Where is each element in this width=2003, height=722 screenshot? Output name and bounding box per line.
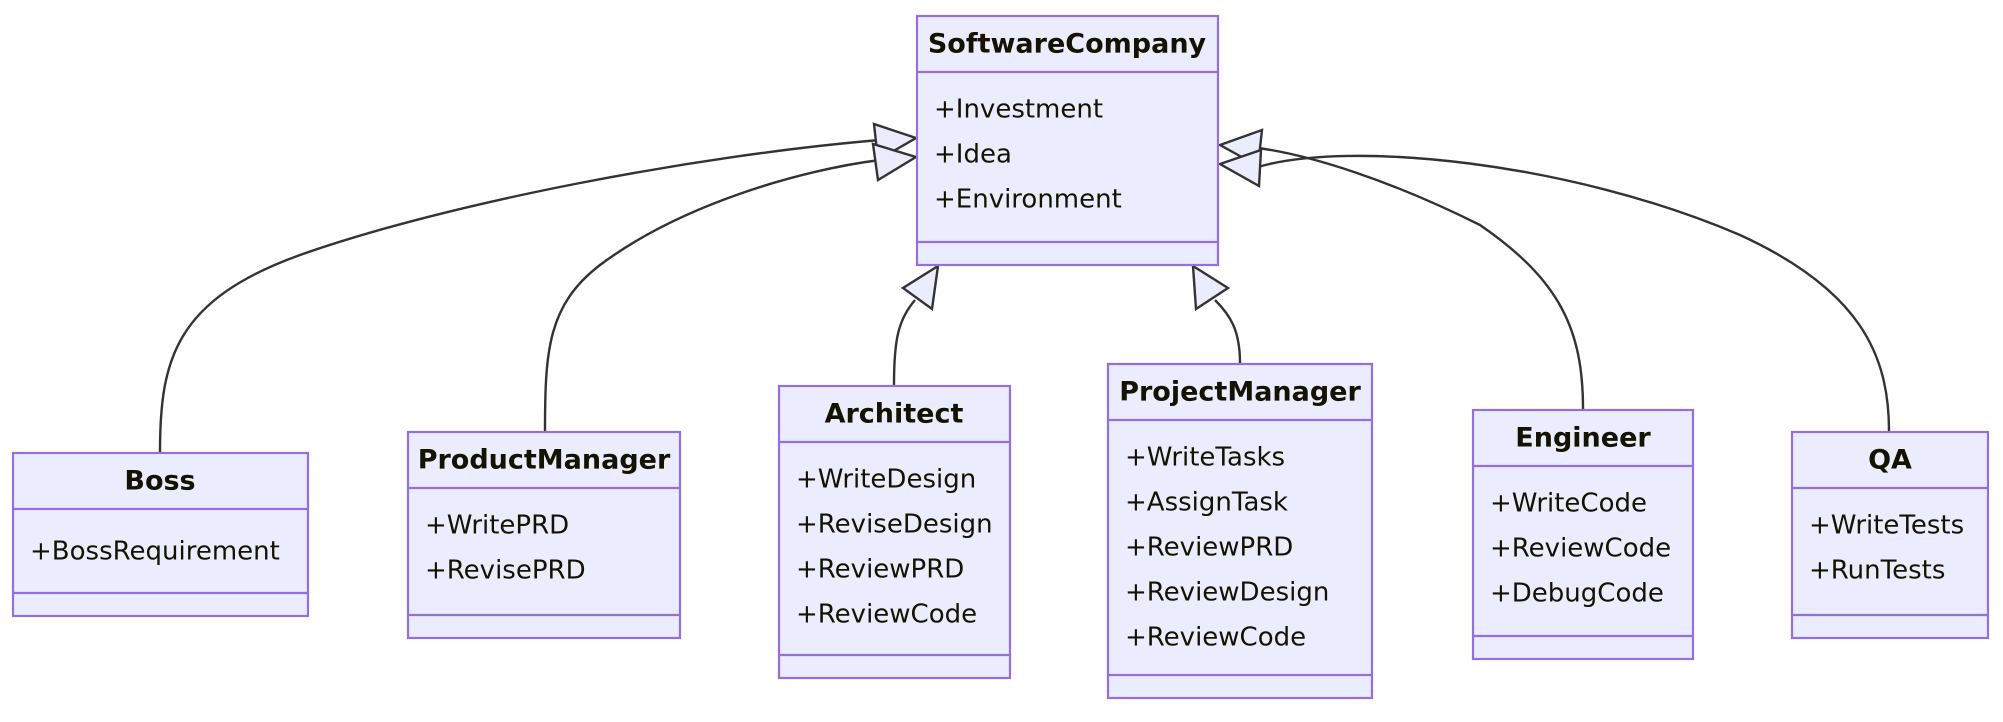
class-member: +RevisePRD [425, 556, 586, 586]
class-member: +Environment [934, 185, 1122, 215]
edge-qa-to-softwarecompany[interactable] [1217, 148, 1891, 432]
class-member: +WriteTests [1809, 511, 1964, 541]
class-member: +WriteTasks [1125, 443, 1285, 473]
class-box [915, 14, 1220, 267]
edge-projectmanager-to-softwarecompany[interactable] [1191, 263, 1242, 364]
class-member: +ReviewPRD [796, 555, 964, 585]
class-node-productmanager[interactable]: ProductManager +WritePRD +RevisePRD [406, 430, 682, 640]
edge-line [1257, 146, 1585, 410]
class-member: +RunTests [1809, 556, 1945, 586]
class-member: +ReviewPRD [1125, 533, 1293, 563]
edge-line [158, 138, 881, 453]
class-node-qa[interactable]: QA +WriteTests +RunTests [1790, 430, 1990, 640]
edge-line [1214, 299, 1242, 364]
class-member: +ReviewCode [796, 600, 977, 630]
class-member: +Investment [934, 95, 1103, 125]
class-name: ProjectManager [1119, 377, 1361, 408]
class-member: +BossRequirement [30, 537, 280, 567]
class-member: +ReviewCode [1125, 623, 1306, 653]
class-member: +DebugCode [1490, 579, 1664, 609]
class-box [777, 384, 1012, 680]
class-member: +WriteCode [1490, 489, 1647, 519]
class-box [1471, 408, 1695, 661]
relation-edges [158, 122, 1891, 453]
class-member: +WriteDesign [796, 465, 976, 495]
edge-line [543, 158, 881, 432]
class-name: SoftwareCompany [928, 29, 1207, 60]
class-node-engineer[interactable]: Engineer +WriteCode +ReviewCode +DebugCo… [1471, 408, 1695, 661]
class-member: +ReviewCode [1490, 534, 1671, 564]
edge-productmanager-to-softwarecompany[interactable] [543, 142, 919, 432]
class-node-softwarecompany[interactable]: SoftwareCompany +Investment +Idea +Envir… [915, 14, 1220, 267]
class-box [1790, 430, 1990, 640]
class-box [406, 430, 682, 640]
class-name: Boss [124, 466, 195, 497]
class-member: +WritePRD [425, 511, 569, 541]
inheritance-arrowhead [1191, 263, 1231, 312]
class-name: ProductManager [418, 445, 671, 476]
class-node-boss[interactable]: Boss +BossRequirement [11, 451, 310, 618]
inheritance-arrowhead [871, 142, 919, 182]
class-box [11, 451, 310, 618]
inheritance-arrowhead [1217, 148, 1263, 188]
class-member: +Idea [934, 140, 1012, 170]
class-node-architect[interactable]: Architect +WriteDesign +ReviseDesign +Re… [777, 384, 1012, 680]
class-name: Architect [825, 399, 964, 430]
class-member: +AssignTask [1125, 488, 1288, 518]
class-node-projectmanager[interactable]: ProjectManager +WriteTasks +AssignTask +… [1106, 362, 1374, 700]
class-member: +ReviseDesign [796, 510, 993, 540]
class-name: Engineer [1515, 423, 1651, 454]
edge-architect-to-softwarecompany[interactable] [892, 263, 940, 386]
edge-line [892, 299, 916, 386]
class-member: +ReviewDesign [1125, 578, 1329, 608]
class-name: QA [1868, 445, 1912, 476]
inheritance-arrowhead [900, 263, 940, 312]
edge-line [1257, 154, 1891, 432]
